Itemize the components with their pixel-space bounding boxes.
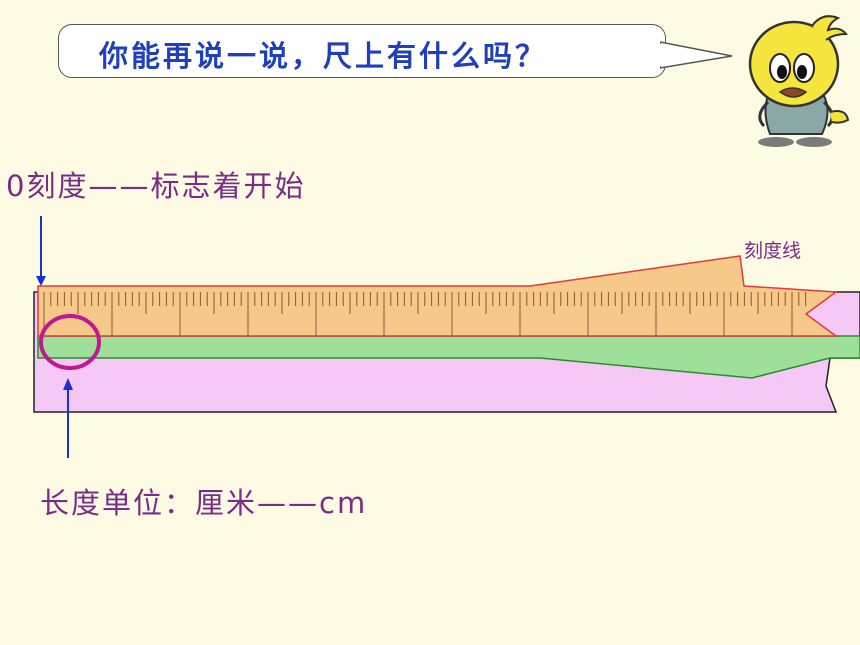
- zero-arrow-head: [36, 276, 46, 286]
- unit-arrow-head: [63, 378, 73, 390]
- zero-mark-label: 0刻度——标志着开始: [6, 169, 306, 203]
- ruler-ticks: [43, 292, 807, 336]
- speech-bubble-tail: [660, 41, 733, 69]
- speech-bubble: 你能再说一说，尺上有什么吗？: [58, 24, 666, 78]
- unit-circle-highlight: [39, 314, 101, 370]
- unit-label: 长度单位：厘米——cm: [40, 486, 368, 520]
- question-text: 你能再说一说，尺上有什么吗？: [99, 39, 548, 73]
- ruler-top-layer: [37, 255, 839, 337]
- tick-line-label: 刻度线: [744, 240, 802, 262]
- chick-mascot-icon: [748, 15, 850, 147]
